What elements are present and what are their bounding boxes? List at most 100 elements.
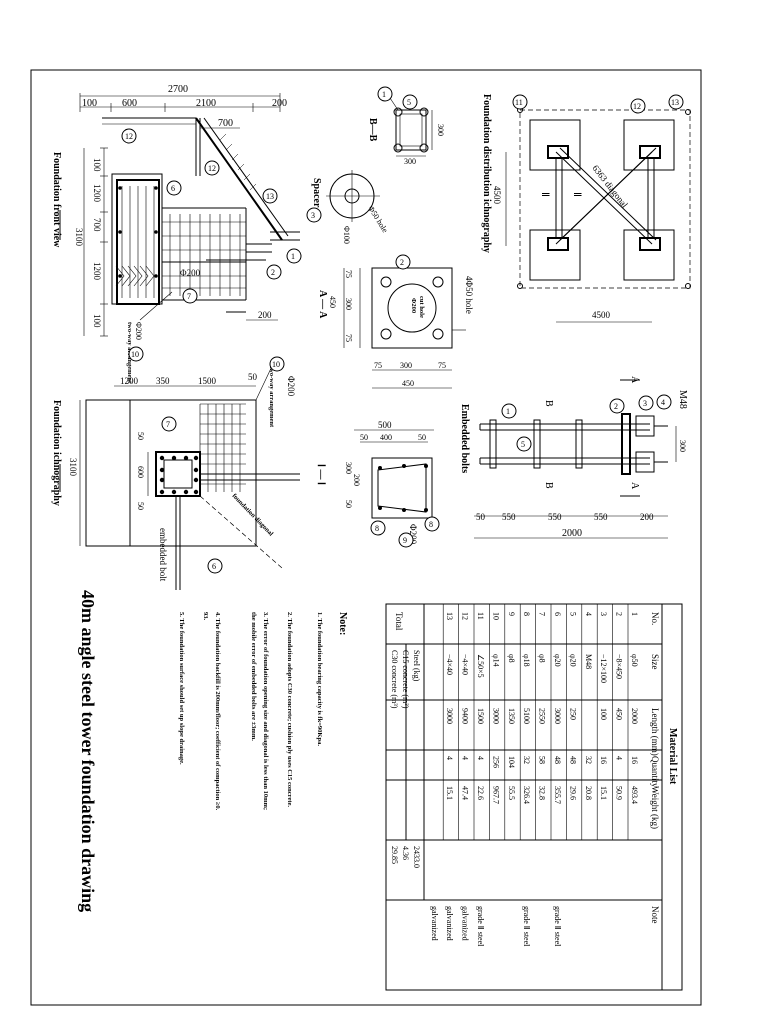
ml-cell: 4	[584, 612, 593, 616]
ml-header: Size	[650, 654, 660, 670]
front-dim-200: 200	[272, 98, 287, 109]
front-view-title: Foundation front view	[51, 152, 62, 248]
s11-callout-8a: 8	[375, 524, 379, 533]
front-dim-left-0: 100	[92, 158, 102, 172]
front-callout-2: 2	[271, 268, 275, 277]
bolts-dim-0: 50	[476, 512, 486, 522]
ml-cell: 9400	[461, 708, 470, 724]
aa-dim-side-0: 75	[344, 270, 353, 278]
foundation-ichnography: 1200 350 1500 50 3100 50 600 50 Φ200 two…	[51, 356, 300, 590]
ml-cell: 32	[522, 756, 531, 764]
front-callout-1: 1	[291, 252, 295, 261]
ml-cell: 250	[568, 708, 577, 720]
ml-cell: 3	[599, 612, 608, 616]
front-dim-700: 700	[218, 118, 233, 129]
ml-cell: 15.1	[599, 786, 608, 800]
bolts-dim-4: 200	[640, 512, 654, 522]
ichno-embedded: embedded bolt	[158, 528, 168, 582]
ml-cell: 29.6	[568, 786, 577, 800]
ml-header: Length (mm)	[650, 708, 660, 756]
front-dim-100: 100	[82, 98, 97, 109]
ml-cell: 8	[522, 612, 531, 616]
ml-cell: 5	[568, 612, 577, 616]
ml-cell: 47.4	[461, 786, 470, 800]
dist-callout-11: 11	[515, 98, 523, 107]
s11-dim-c: 50	[360, 433, 368, 442]
note-item: 5. The foundation surface should set up …	[178, 612, 185, 765]
ichno-dim-mid-1: 600	[136, 466, 145, 478]
ml-total-value: 4.36	[401, 846, 410, 860]
ml-title: Material List	[667, 728, 678, 785]
ml-header: Note	[650, 906, 660, 924]
note-item: 2. The foundation adopts C30 concrete; c…	[286, 612, 293, 807]
ml-cell: 1500	[476, 708, 485, 724]
ml-cell: 10	[491, 612, 500, 620]
front-dim-600: 600	[122, 98, 137, 109]
ml-cell: galvanized	[445, 906, 454, 941]
ml-cell: 55.5	[507, 786, 516, 800]
spacer-detail: Spacer 3 Φ50 hole Φ100	[306, 170, 390, 244]
bb-dim-a: 300	[436, 124, 445, 136]
section-bb: 300 300 B—B 1 5	[367, 86, 445, 166]
ml-total-value: 2433.0	[412, 846, 421, 868]
ml-cell: 2000	[630, 708, 639, 724]
ml-cell: 6	[553, 612, 562, 616]
front-dim-left-4: 100	[92, 314, 102, 328]
front-callout-11: 12	[125, 132, 133, 141]
s11-dim-a: 500	[378, 420, 392, 430]
front-callout-13: 13	[266, 192, 274, 201]
ml-cell: 15.1	[445, 786, 454, 800]
ml-cell: 3000	[491, 708, 500, 724]
ml-cell: φ8	[538, 654, 547, 663]
ml-cell: 32.8	[538, 786, 547, 800]
front-arrangement-label: Φ200	[134, 322, 143, 340]
ml-cell: 9	[507, 612, 516, 616]
bolts-callout-3: 3	[643, 399, 647, 408]
section-11: 500 400 50 50 300 200 50 Ⅰ — Ⅰ Φ200 8 8 …	[315, 420, 440, 548]
ml-cell: φ18	[522, 654, 531, 667]
aa-title: A — A	[317, 290, 328, 319]
front-dim-left-1: 1200	[92, 184, 102, 203]
notes-heading: Note:	[337, 612, 348, 635]
front-dim-left-3: 1200	[92, 262, 102, 281]
front-callout-6: 6	[171, 184, 175, 193]
ml-cell: 1	[630, 612, 639, 616]
bolts-dim-300: 300	[678, 440, 687, 452]
dist-dim-left: 4500	[492, 186, 502, 205]
ml-cell: 50.9	[615, 786, 624, 800]
ml-total-name: C15 concrete (m³)	[401, 650, 410, 709]
embedded-bolts: Embedded bolts M48 300 A A B B 1 2 3 4 5…	[459, 376, 688, 539]
bolts-dim-1: 550	[502, 512, 516, 522]
dist-mark-2: Ⅱ	[571, 192, 582, 197]
bb-callout-1: 1	[382, 90, 386, 99]
ml-header: No.	[650, 612, 660, 625]
ml-cell: 1350	[507, 708, 516, 724]
aa-dim-bottom-1: 300	[400, 361, 412, 370]
front-dim-200b: 200	[258, 310, 272, 320]
s11-dim-side-2: 50	[344, 500, 353, 508]
s11-dim-d: 50	[418, 433, 426, 442]
ichno-dim-mid-0: 50	[136, 432, 145, 440]
ml-cell: 58	[538, 756, 547, 764]
drawing-title: 40m angle steel tower foundation drawing	[78, 590, 98, 912]
aa-dim-bottom-0: 75	[374, 361, 382, 370]
bolts-dim-total: 2000	[562, 528, 582, 539]
ml-cell: 4	[461, 756, 470, 760]
ml-cell: −8×450	[615, 654, 624, 679]
ml-cell: grade Ⅱ steel	[522, 906, 531, 947]
front-dim-2100: 2100	[196, 98, 216, 109]
ml-cell: 104	[507, 756, 516, 768]
note-item: 4. The foundation backfill is 200mm/floo…	[202, 612, 221, 811]
ml-cell: 48	[568, 756, 577, 764]
ml-cell: 48	[553, 756, 562, 764]
ichno-dim-left: 3100	[68, 458, 78, 477]
front-callout-10: 10	[131, 350, 139, 359]
ml-cell: 16	[630, 756, 639, 764]
bb-dim-b: 300	[404, 157, 416, 166]
ml-cell: 13	[445, 612, 454, 620]
ml-cell: 450	[615, 708, 624, 720]
ichno-title: Foundation ichnography	[51, 400, 62, 506]
ml-cell: 20.8	[584, 786, 593, 800]
ml-cell: 4	[615, 756, 624, 760]
